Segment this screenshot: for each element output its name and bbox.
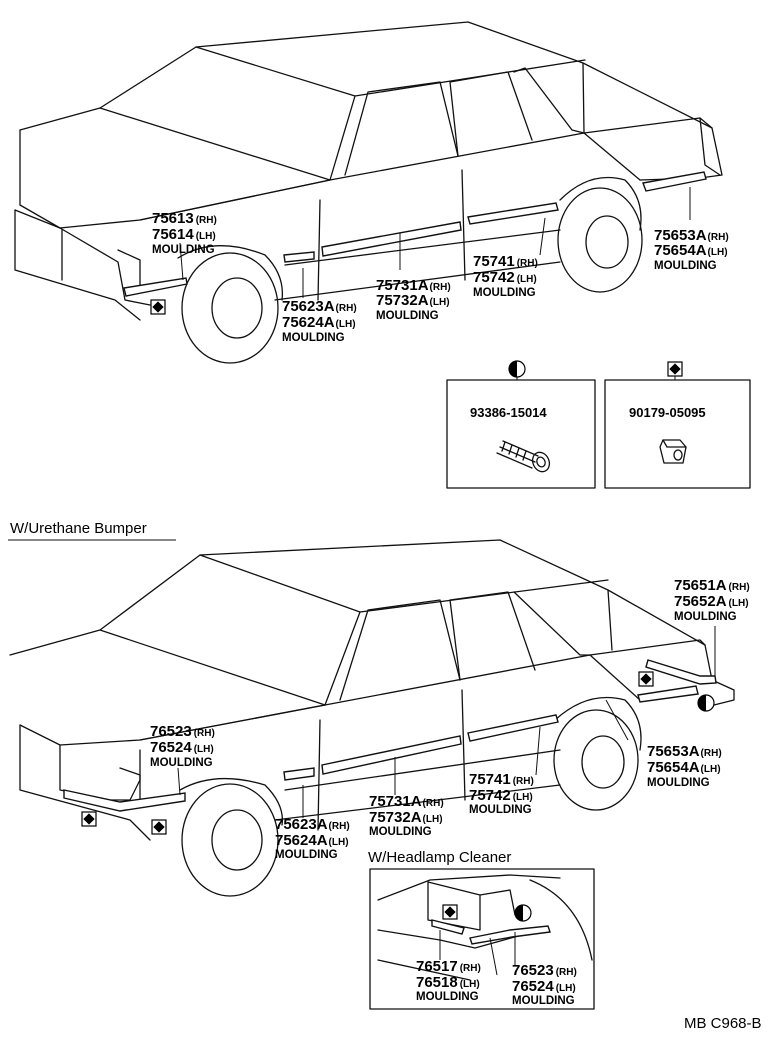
svg-text:MOULDING: MOULDING (369, 826, 432, 838)
svg-text:76518(LH): 76518(LH) (416, 974, 480, 991)
upper-front-moulding-label: 75613(RH) 75614(LH) MOULDING (152, 210, 217, 256)
svg-text:76523(RH): 76523(RH) (512, 962, 577, 979)
svg-text:75614(LH): 75614(LH) (152, 226, 216, 243)
headlamp-right-moulding-label: 76523(RH) 76524(LH) MOULDING (512, 962, 577, 1007)
urethane-bumper-title: W/Urethane Bumper (10, 520, 147, 537)
bolt-detail-box: 93386-15014 (446, 360, 596, 489)
svg-text:90179-05095: 90179-05095 (629, 405, 706, 420)
svg-text:MOULDING: MOULDING (275, 849, 338, 861)
upper-front-moulding-strip (123, 277, 188, 297)
svg-text:75731A(RH): 75731A(RH) (376, 277, 451, 294)
lower-front-door-moulding-label: 75731A(RH) 75732A(LH) MOULDING (369, 793, 444, 838)
svg-text:MOULDING: MOULDING (512, 995, 575, 1007)
upper-rear-fender-moulding-label: 75653A(RH) 75654A(LH) MOULDING (654, 227, 729, 272)
svg-text:MOULDING: MOULDING (647, 777, 710, 789)
lower-rear-fender-moulding-label: 75653A(RH) 75654A(LH) MOULDING (647, 743, 722, 789)
svg-text:MOULDING: MOULDING (150, 757, 213, 769)
lower-rear-door-moulding-label: 75741(RH) 75742(LH) MOULDING (469, 771, 534, 816)
lower-car-illustration (9, 539, 735, 897)
headlamp-right-moulding-strip (469, 925, 551, 945)
svg-text:75654A(LH): 75654A(LH) (647, 759, 721, 776)
svg-text:75732A(LH): 75732A(LH) (376, 292, 450, 309)
svg-text:75742(LH): 75742(LH) (469, 787, 533, 804)
lower-fender-moulding-label: 75623A(RH) 75624A(LH) MOULDING (275, 816, 350, 861)
svg-text:75653A(RH): 75653A(RH) (654, 227, 729, 244)
svg-text:76524(LH): 76524(LH) (512, 978, 576, 995)
svg-text:76517(RH): 76517(RH) (416, 958, 481, 975)
svg-text:MOULDING: MOULDING (282, 332, 345, 344)
svg-text:MOULDING: MOULDING (376, 310, 439, 322)
lower-front-moulding-strip (63, 789, 186, 812)
headlamp-cleaner-inset (369, 868, 595, 1010)
svg-text:MOULDING: MOULDING (152, 244, 215, 256)
upper-rear-fender-moulding-strip (642, 171, 707, 192)
svg-text:93386-15014: 93386-15014 (470, 405, 547, 420)
lower-rear-upper-moulding-strip (645, 659, 717, 685)
upper-fender-moulding-strip (283, 251, 315, 263)
upper-rear-door-moulding-label: 75741(RH) 75742(LH) MOULDING (473, 253, 538, 299)
svg-text:75652A(LH): 75652A(LH) (674, 593, 749, 610)
svg-text:MOULDING: MOULDING (654, 260, 717, 272)
svg-text:75623A(RH): 75623A(RH) (282, 298, 357, 315)
lower-fender-moulding-strip (283, 767, 315, 781)
svg-text:75731A(RH): 75731A(RH) (369, 793, 444, 810)
svg-text:76524(LH): 76524(LH) (150, 739, 214, 756)
upper-front-door-moulding-strip (321, 221, 462, 257)
svg-text:75613(RH): 75613(RH) (152, 210, 217, 227)
svg-text:MOULDING: MOULDING (469, 804, 532, 816)
svg-text:75624A(LH): 75624A(LH) (275, 832, 349, 849)
upper-fender-moulding-label: 75623A(RH) 75624A(LH) MOULDING (282, 298, 357, 344)
nut-detail-box: 90179-05095 (604, 361, 751, 489)
svg-text:76523(RH): 76523(RH) (150, 723, 215, 740)
lower-rear-door-moulding-strip (467, 714, 559, 742)
svg-text:75624A(LH): 75624A(LH) (282, 314, 356, 331)
headlamp-left-moulding-strip (431, 919, 465, 935)
upper-rear-door-moulding-strip (467, 202, 559, 225)
diagram-code: MB C968-B (684, 1015, 762, 1032)
lower-rear-upper-moulding-label: 75651A(RH) 75652A(LH) MOULDING (674, 577, 750, 623)
headlamp-left-moulding-label: 76517(RH) 76518(LH) MOULDING (416, 958, 481, 1003)
nut-icon (659, 439, 687, 464)
svg-text:75651A(RH): 75651A(RH) (674, 577, 750, 594)
svg-text:75741(RH): 75741(RH) (473, 253, 538, 270)
lower-rear-fender-moulding-strip (637, 685, 699, 703)
upper-front-door-moulding-label: 75731A(RH) 75732A(LH) MOULDING (376, 277, 451, 322)
svg-text:75654A(LH): 75654A(LH) (654, 242, 728, 259)
svg-text:MOULDING: MOULDING (416, 991, 479, 1003)
lower-front-door-moulding-strip (321, 735, 462, 775)
svg-text:75623A(RH): 75623A(RH) (275, 816, 350, 833)
svg-text:75741(RH): 75741(RH) (469, 771, 534, 788)
svg-text:75742(LH): 75742(LH) (473, 269, 537, 286)
svg-text:75653A(RH): 75653A(RH) (647, 743, 722, 760)
lower-front-moulding-label: 76523(RH) 76524(LH) MOULDING (150, 723, 215, 769)
svg-text:MOULDING: MOULDING (674, 611, 737, 623)
headlamp-cleaner-title: W/Headlamp Cleaner (368, 849, 511, 866)
upper-car-illustration (14, 21, 723, 364)
bolt-icon (496, 440, 551, 473)
svg-text:75732A(LH): 75732A(LH) (369, 809, 443, 826)
svg-text:MOULDING: MOULDING (473, 287, 536, 299)
